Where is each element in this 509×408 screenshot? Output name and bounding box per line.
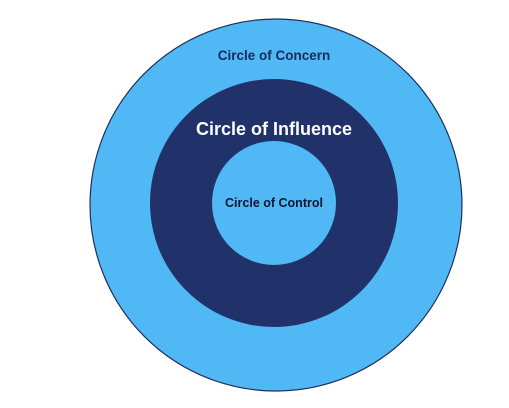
- circle-of-control: [212, 141, 336, 265]
- circle-of-influence-label: Circle of Influence: [196, 119, 352, 139]
- circle-of-control-label: Circle of Control: [225, 196, 323, 210]
- circle-of-concern-label: Circle of Concern: [218, 48, 331, 63]
